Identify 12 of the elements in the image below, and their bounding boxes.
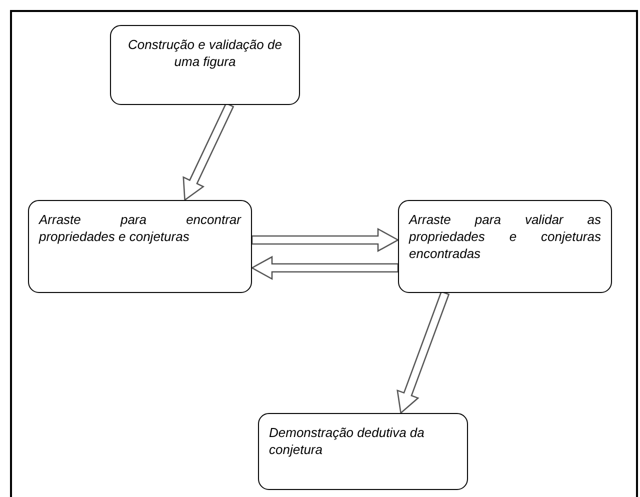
process-box xyxy=(28,200,252,293)
box-text: Arraste para validar as propriedades e conjeturas encontradas xyxy=(409,211,601,262)
process-box xyxy=(110,25,300,105)
box-text: Arraste para encontrar propriedades e conjeturas xyxy=(39,211,241,245)
arrow xyxy=(250,256,399,280)
arrow xyxy=(251,228,400,252)
box-text: Demonstração dedutiva da conjetura xyxy=(269,424,426,458)
process-box xyxy=(398,200,612,293)
arrow xyxy=(182,102,234,202)
box-text: Construção e validação de uma figura xyxy=(127,36,283,70)
process-box xyxy=(258,413,468,490)
arrow xyxy=(396,290,450,414)
